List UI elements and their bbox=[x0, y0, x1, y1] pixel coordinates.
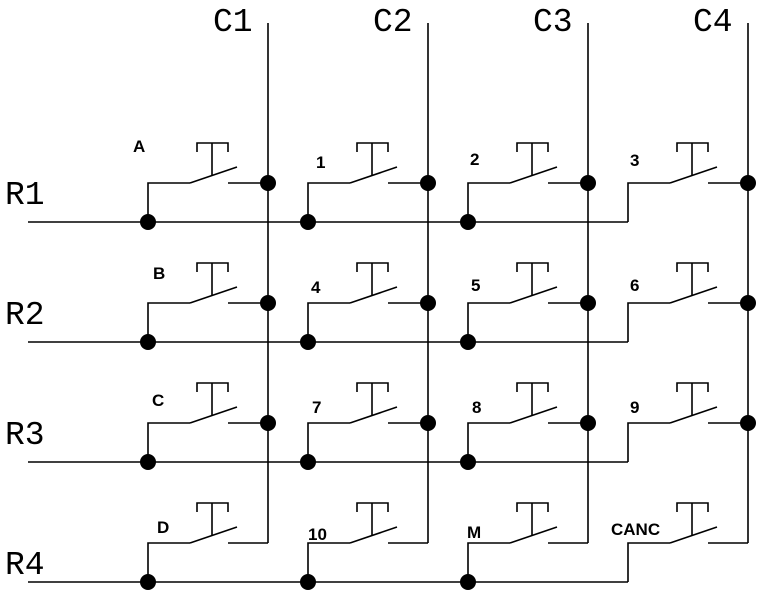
junction-nodes bbox=[140, 175, 756, 590]
switch-blade-b bbox=[189, 286, 238, 304]
node-row2-key-b bbox=[140, 334, 156, 350]
key-label-8: 8 bbox=[472, 398, 481, 417]
node-row1-key-2 bbox=[460, 214, 476, 230]
switch-blade-7 bbox=[349, 406, 398, 424]
node-col2-row1 bbox=[420, 175, 436, 191]
switch-blade-1 bbox=[349, 166, 398, 184]
node-col4-row3 bbox=[740, 415, 756, 431]
node-col3-row2 bbox=[580, 295, 596, 311]
key-label-6: 6 bbox=[630, 276, 639, 295]
column-label-c4: C4 bbox=[693, 4, 733, 41]
switch-plunger-cap-canc bbox=[676, 502, 709, 512]
node-col1-row2 bbox=[260, 295, 276, 311]
switch-lead-3 bbox=[627, 182, 670, 222]
switch-plunger-cap-a bbox=[196, 142, 229, 152]
switch-plunger-cap-4 bbox=[356, 262, 389, 272]
switch-blade-2 bbox=[509, 166, 558, 184]
switch-blade-4 bbox=[349, 286, 398, 304]
switch-plunger-cap-6 bbox=[676, 262, 709, 272]
switch-lead-canc bbox=[627, 542, 670, 582]
key-label-a: A bbox=[133, 137, 145, 156]
switch-blade-8 bbox=[509, 406, 558, 424]
switch-lead-d bbox=[147, 542, 190, 582]
switch-plunger-cap-c bbox=[196, 382, 229, 392]
node-row1-key-1 bbox=[300, 214, 316, 230]
switch-plunger-cap-d bbox=[196, 502, 229, 512]
key-label-10: 10 bbox=[308, 525, 327, 544]
switch-plunger-cap-b bbox=[196, 262, 229, 272]
key-label-1: 1 bbox=[316, 153, 325, 172]
switch-lead-a bbox=[147, 182, 190, 222]
switch-blade-9 bbox=[669, 406, 718, 424]
node-col1-row1 bbox=[260, 175, 276, 191]
switch-blade-m bbox=[509, 526, 558, 544]
key-label-3: 3 bbox=[630, 151, 639, 170]
node-row4-key-10 bbox=[300, 574, 316, 590]
row-label-r3: R3 bbox=[5, 417, 45, 454]
node-row2-key-4 bbox=[300, 334, 316, 350]
switch-blade-c bbox=[189, 406, 238, 424]
switch-blade-a bbox=[189, 166, 238, 184]
node-col4-row2 bbox=[740, 295, 756, 311]
node-row4-key-d bbox=[140, 574, 156, 590]
key-label-4: 4 bbox=[311, 278, 321, 297]
row-label-r2: R2 bbox=[5, 297, 45, 334]
switch-plunger-cap-7 bbox=[356, 382, 389, 392]
switch-lead-7 bbox=[307, 422, 350, 462]
node-col4-row1 bbox=[740, 175, 756, 191]
node-row4-key-m bbox=[460, 574, 476, 590]
node-row3-key-7 bbox=[300, 454, 316, 470]
key-label-9: 9 bbox=[630, 398, 639, 417]
switch-lead-2 bbox=[467, 182, 510, 222]
node-row1-key-a bbox=[140, 214, 156, 230]
row-label-r1: R1 bbox=[5, 177, 45, 214]
column-label-c1: C1 bbox=[213, 4, 253, 41]
switch-blade-d bbox=[189, 526, 238, 544]
key-label-c: C bbox=[152, 391, 164, 410]
key-label-m: M bbox=[467, 523, 481, 542]
key-label-d: D bbox=[157, 518, 169, 537]
key-label-canc: CANC bbox=[611, 520, 660, 539]
switch-lead-c bbox=[147, 422, 190, 462]
column-label-c3: C3 bbox=[533, 4, 573, 41]
row-label-r4: R4 bbox=[5, 547, 45, 584]
switch-lead-8 bbox=[467, 422, 510, 462]
node-col3-row1 bbox=[580, 175, 596, 191]
switch-plunger-cap-2 bbox=[516, 142, 549, 152]
switch-blade-10 bbox=[349, 526, 398, 544]
switch-blade-6 bbox=[669, 286, 718, 304]
switch-lead-b bbox=[147, 302, 190, 342]
switch-lead-10 bbox=[307, 542, 350, 582]
wires bbox=[28, 23, 749, 583]
switch-blade-canc bbox=[669, 526, 718, 544]
switch-plunger-cap-10 bbox=[356, 502, 389, 512]
key-label-5: 5 bbox=[471, 276, 480, 295]
switch-plunger-cap-8 bbox=[516, 382, 549, 392]
node-row3-key-8 bbox=[460, 454, 476, 470]
key-label-2: 2 bbox=[470, 150, 479, 169]
switch-plunger-cap-9 bbox=[676, 382, 709, 392]
switch-lead-6 bbox=[627, 302, 670, 342]
switch-lead-9 bbox=[627, 422, 670, 462]
key-label-b: B bbox=[153, 264, 165, 283]
switch-plunger-cap-3 bbox=[676, 142, 709, 152]
column-label-c2: C2 bbox=[373, 4, 413, 41]
node-row2-key-5 bbox=[460, 334, 476, 350]
switch-blade-5 bbox=[509, 286, 558, 304]
node-col3-row3 bbox=[580, 415, 596, 431]
node-col2-row3 bbox=[420, 415, 436, 431]
node-row3-key-c bbox=[140, 454, 156, 470]
switch-blade-3 bbox=[669, 166, 718, 184]
switch-lead-m bbox=[467, 542, 510, 582]
switch-lead-1 bbox=[307, 182, 350, 222]
switch-lead-5 bbox=[467, 302, 510, 342]
switch-plunger-cap-1 bbox=[356, 142, 389, 152]
switch-plunger-cap-5 bbox=[516, 262, 549, 272]
key-label-7: 7 bbox=[312, 398, 321, 417]
labels: C1 C2 C3 C4 R1 R2 R3 R4 A 1 2 3 B 4 5 6 … bbox=[5, 4, 733, 584]
switch-lead-4 bbox=[307, 302, 350, 342]
switch-plunger-cap-m bbox=[516, 502, 549, 512]
node-col2-row2 bbox=[420, 295, 436, 311]
node-col1-row3 bbox=[260, 415, 276, 431]
